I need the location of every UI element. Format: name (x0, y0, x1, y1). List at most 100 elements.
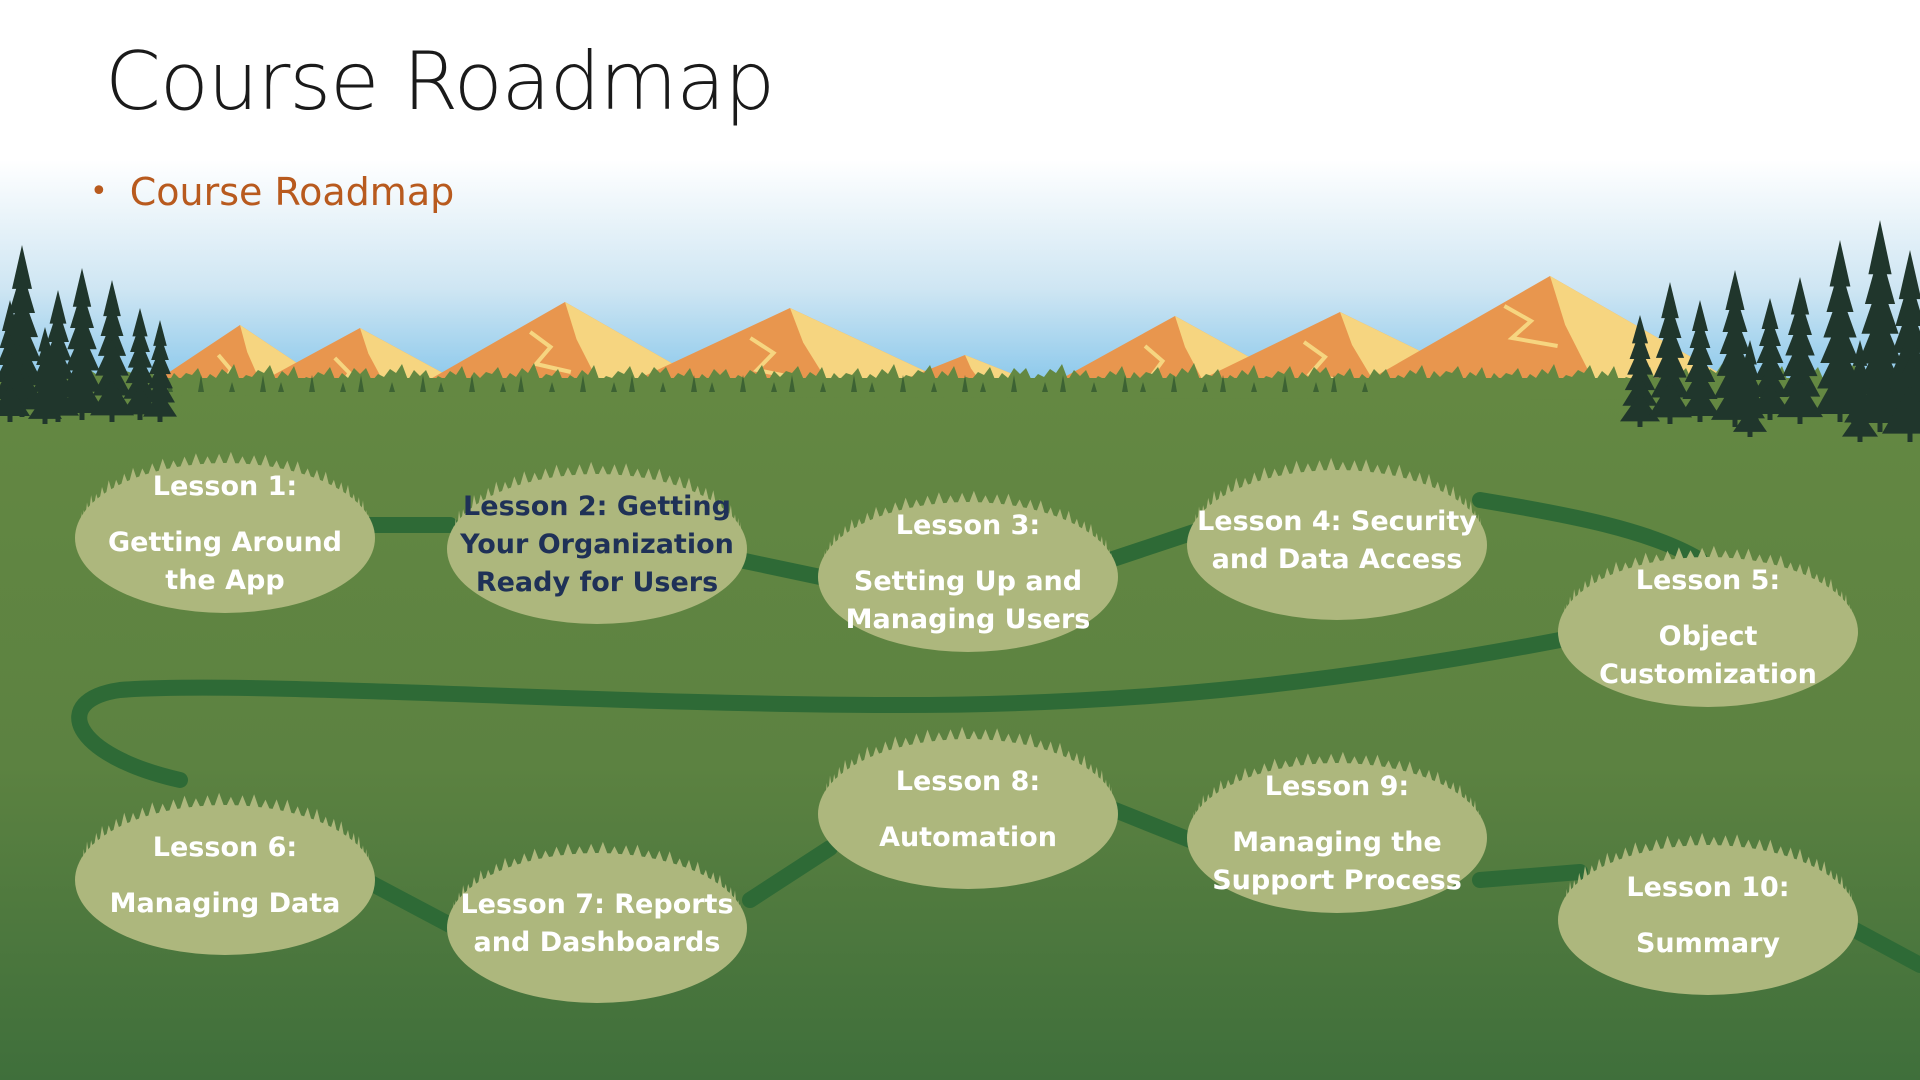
lesson-label-6: Lesson 6:Managing Data (110, 829, 341, 923)
grass-tuft (1220, 375, 1226, 392)
pine-tier (153, 320, 167, 346)
lesson-blob-9 (1187, 751, 1487, 913)
pine-tier (12, 245, 32, 289)
pine-tier (1737, 380, 1763, 405)
pine-tier (30, 380, 60, 406)
pine-tier (1852, 340, 1868, 366)
lesson-title-line: the App (165, 565, 285, 596)
grass-tuft (1362, 382, 1368, 392)
pine-tier (1650, 361, 1690, 398)
pine-tier (149, 348, 171, 375)
pine-tier (1648, 381, 1692, 418)
pine-tree (90, 280, 134, 422)
grass-tuft (709, 382, 715, 392)
grass-tuft (629, 375, 635, 392)
grass-tuft (1282, 375, 1288, 392)
pine-tier (1817, 342, 1863, 389)
pine-tier (59, 374, 105, 413)
pine-tier (1895, 276, 1920, 326)
pine-tree (1733, 340, 1767, 437)
pine-trunk (1907, 428, 1913, 442)
blob-body (818, 502, 1118, 652)
lesson-blob-6 (75, 792, 375, 955)
blob-body (447, 853, 747, 1003)
lesson-title-line: Automation (879, 822, 1057, 853)
grass-tuft (420, 375, 426, 392)
grass-tuft (1251, 382, 1257, 392)
pine-tier (1653, 341, 1687, 378)
pine-tier (1820, 316, 1860, 363)
pine-tier (1846, 382, 1874, 409)
pine-tree (1620, 315, 1660, 427)
pine-tier (1790, 277, 1810, 315)
pine-tier (28, 394, 62, 419)
pine-tier (1739, 366, 1761, 392)
horizon-grass (0, 363, 1920, 400)
pine-tier (1823, 291, 1857, 338)
pine-tier (1782, 338, 1818, 377)
pine-tier (1658, 301, 1682, 338)
lesson-number: Lesson 3: (895, 510, 1041, 541)
pine-tier (1779, 359, 1821, 397)
grass-tuft (1202, 382, 1208, 392)
pine-tier (9, 269, 35, 313)
lesson-blob-2 (447, 461, 747, 624)
grass-tuft (789, 375, 795, 392)
blob-body (447, 474, 747, 624)
lesson-title-line: Managing Data (109, 888, 341, 919)
pine-tier (1864, 249, 1896, 304)
pine-tier (1826, 265, 1854, 312)
grass-tuft (1060, 375, 1066, 392)
pine-tier (90, 379, 134, 416)
pine-trees-right (1620, 220, 1920, 442)
lesson-blobs (75, 451, 1858, 1003)
grass-tuft (931, 382, 937, 392)
pine-tree (1648, 282, 1692, 424)
lesson-title-line: and Dashboards (473, 927, 721, 958)
pine-tier (147, 362, 173, 389)
mountain-highlight (790, 308, 955, 385)
pine-tier (103, 280, 121, 317)
mountain-crack (1503, 304, 1558, 348)
pine-tier (1632, 315, 1648, 344)
pine-trunk (1877, 418, 1883, 432)
pine-tier (95, 339, 129, 376)
lesson-number: Lesson 2: Getting (463, 491, 731, 522)
pine-tier (1761, 298, 1779, 329)
pine-tier (1722, 291, 1748, 332)
pine-tier (64, 331, 100, 371)
pine-tier (1627, 346, 1653, 375)
pine-tier (1844, 396, 1876, 423)
grass-tuft (229, 382, 235, 392)
grass-tuft (358, 375, 364, 392)
grass-tuft (309, 375, 315, 392)
pine-trees-left (0, 245, 177, 424)
slide-title: Course Roadmap (105, 35, 775, 128)
lesson-title-line: Ready for Users (475, 567, 719, 598)
blob-body (1558, 845, 1858, 995)
bullet-item: •Course Roadmap (90, 170, 454, 214)
lesson-blob-7 (447, 841, 747, 1003)
grass-tuft (278, 382, 284, 392)
pine-tier (0, 351, 26, 382)
lesson-title-line: Support Process (1212, 865, 1462, 896)
grass-tuft (820, 382, 826, 392)
grass-tuft (1331, 375, 1337, 392)
pine-tier (130, 323, 150, 352)
grass-tuft (1042, 382, 1048, 392)
pine-tier (1725, 270, 1745, 311)
grass-tuft (1091, 382, 1097, 392)
lesson-blob-4 (1187, 457, 1487, 620)
lesson-title-line: Getting Around (107, 527, 343, 558)
pine-tree (1680, 300, 1720, 422)
lesson-number: Lesson 5: (1635, 565, 1781, 596)
blob-body (1187, 763, 1487, 913)
grass-tufts (167, 375, 1368, 392)
pine-tier (44, 326, 72, 361)
pine-tree (143, 320, 177, 422)
pine-tier (1785, 318, 1815, 356)
grass-tuft (260, 375, 266, 392)
